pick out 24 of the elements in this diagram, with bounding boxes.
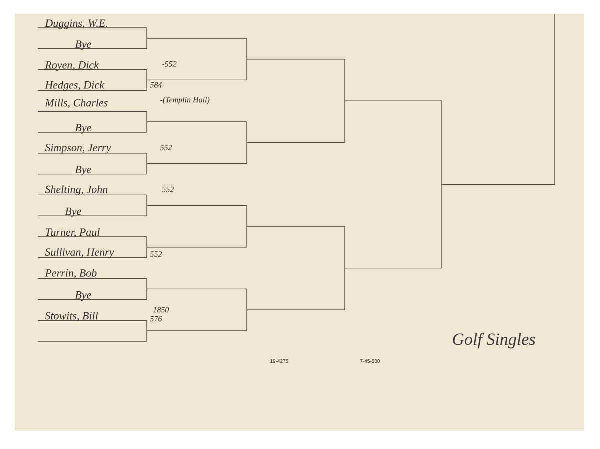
handwritten-note: 552 (150, 252, 162, 257)
handwritten-note: 576 (150, 316, 162, 322)
handwritten-note: -552 (162, 62, 177, 67)
handwritten-name: Bye (75, 124, 92, 134)
handwritten-name: Simpson, Jerry (45, 144, 112, 154)
handwritten-name: Duggins, W.E. (45, 20, 108, 30)
handwritten-name: Perrin, Bob (45, 269, 97, 278)
handwritten-name: Bye (75, 292, 92, 302)
handwritten-note: -(Templin Hall) (160, 97, 210, 104)
handwritten-name: Royen, Dick (45, 61, 100, 72)
handwritten-name: Bye (75, 166, 92, 176)
handwritten-note: 1850 (154, 307, 170, 313)
handwritten-name: Sullivan, Henry (45, 248, 114, 258)
handwritten-note: 584 (150, 82, 162, 88)
handwritten-name: Mills, Charles (45, 98, 108, 108)
handwritten-name: Bye (65, 208, 82, 218)
handwritten-note: 552 (162, 186, 174, 192)
handwritten-name: Hedges, Dick (45, 81, 105, 92)
handwritten-name: Bye (75, 40, 92, 50)
handwritten-name: Turner, Paul (46, 228, 100, 238)
handwritten-title: Golf Singles (453, 333, 536, 349)
handwritten-name: Stowits, Bill (45, 312, 98, 322)
handwritten-name: Shelting, John (45, 186, 108, 196)
handwritten-note: 552 (160, 145, 172, 150)
